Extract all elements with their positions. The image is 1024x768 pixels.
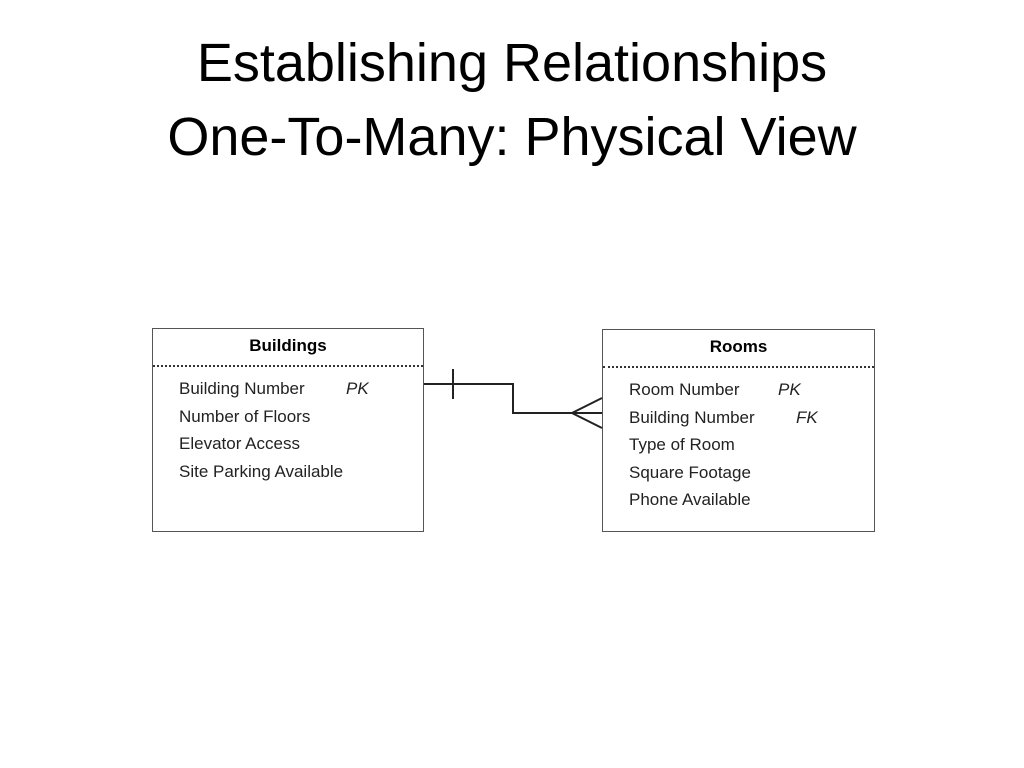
attribute-site-parking-available: Site Parking Available — [179, 458, 423, 486]
title-line-2: One-To-Many: Physical View — [167, 107, 857, 167]
attribute-elevator-access: Elevator Access — [179, 430, 423, 458]
attribute-name: Building Number — [179, 379, 305, 398]
attribute-list-rooms: Room Number PK Building Number FK Type o… — [603, 368, 874, 514]
attribute-name: Number of Floors — [179, 406, 311, 426]
attribute-name: Building Number — [629, 407, 755, 427]
title-line-1: Establishing Relationships — [196, 33, 828, 93]
attribute-name: Room Number — [629, 380, 740, 399]
primary-key-marker: PK — [346, 379, 369, 398]
attribute-name: Elevator Access — [179, 434, 300, 453]
foreign-key-marker: FK — [796, 407, 818, 427]
attribute-square-footage: Square Footage — [629, 459, 874, 487]
primary-key-marker: PK — [778, 380, 801, 399]
attribute-phone-available: Phone Available — [629, 486, 874, 514]
attribute-building-number-fk: Building Number FK — [629, 404, 874, 432]
attribute-name: Square Footage — [629, 462, 751, 482]
relationship-line — [424, 383, 602, 414]
attribute-name: Phone Available — [629, 490, 751, 509]
slide-title: Establishing Relationships One-To-Many: … — [0, 26, 1024, 174]
attribute-building-number: Building Number PK — [179, 375, 423, 403]
attribute-name: Type of Room — [629, 435, 735, 454]
entity-header-buildings: Buildings — [153, 329, 423, 367]
many-crowfoot-marker — [569, 397, 603, 429]
entity-rooms: Rooms Room Number PK Building Number FK … — [602, 329, 875, 532]
attribute-list-buildings: Building Number PK Number of Floors Elev… — [153, 367, 423, 485]
attribute-number-of-floors: Number of Floors — [179, 403, 423, 431]
attribute-name: Site Parking Available — [179, 461, 344, 481]
attribute-type-of-room: Type of Room — [629, 431, 874, 459]
attribute-room-number: Room Number PK — [629, 376, 874, 404]
entity-buildings: Buildings Building Number PK Number of F… — [152, 328, 424, 532]
entity-header-rooms: Rooms — [603, 330, 874, 368]
